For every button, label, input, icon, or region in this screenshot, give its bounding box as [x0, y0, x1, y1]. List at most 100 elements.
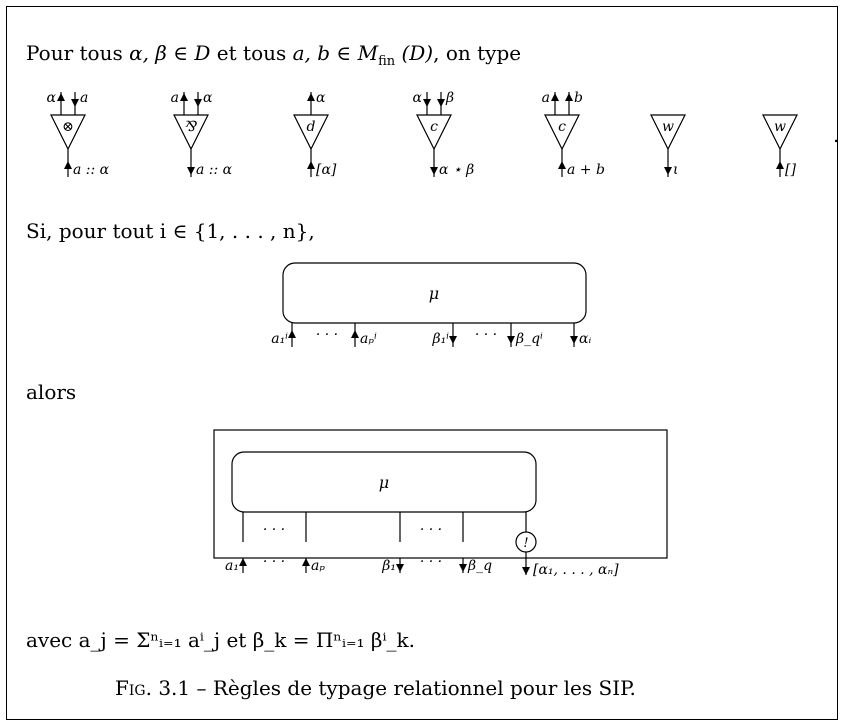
cell-in1-arrow	[423, 99, 431, 107]
cell-symbol: ⅋	[185, 119, 198, 135]
cell-in2-arrow	[437, 99, 445, 107]
box2-port-label: β_q	[467, 558, 492, 574]
cell-in2-label: β	[445, 90, 454, 106]
cells-period: .	[833, 123, 839, 147]
box2-port-label: a₁	[225, 558, 239, 574]
box2-port-arrow	[239, 558, 247, 566]
avec-line: avec a_j = Σⁿᵢ₌₁ aⁱ_j et β_k = Πⁿᵢ₌₁ βⁱ_…	[26, 628, 415, 652]
box1-port-arrow	[507, 336, 515, 344]
box2-dots-right: · · ·	[420, 522, 442, 538]
set-m-sub: fin	[378, 54, 396, 69]
cell-symbol: ⊗	[62, 119, 74, 135]
cell-in2-arrow	[565, 93, 573, 101]
box2-inner	[231, 451, 537, 513]
cell-in2-arrow	[71, 99, 79, 107]
intro-pre: Pour tous	[26, 41, 130, 65]
box1-port-label: β₁ⁱ	[431, 331, 449, 347]
cell-in1-label: α	[413, 90, 423, 106]
box2-port-arrow	[302, 558, 310, 566]
box2-diagram: μ · · · · · ·! [α₁, . . . , αₙ] a₁ · · · aₚ β₁…	[213, 429, 668, 578]
figure-frame	[6, 6, 838, 720]
cell-symbol: c	[558, 119, 566, 135]
cell-symbol: d	[307, 119, 316, 135]
cell-5: wι	[650, 114, 686, 178]
caption-num: 3.1	[158, 676, 191, 700]
cell-2: dα [α]	[293, 90, 337, 178]
box1-rect	[282, 262, 587, 324]
caption-title: Règles de typage relationnel pour les SI…	[212, 676, 636, 700]
box2-port-arrow	[396, 564, 404, 572]
box1-dots: · · ·	[475, 327, 497, 343]
set-m: M	[357, 41, 379, 65]
cell-out-arrow	[558, 161, 566, 169]
caption-fig: Fig.	[115, 676, 152, 700]
box2-port-dots: · · ·	[420, 554, 442, 570]
cell-in1-label: a	[542, 90, 550, 106]
box2-port-label: aₚ	[311, 558, 325, 574]
cell-symbol: w	[774, 119, 786, 135]
cell-in2-label: α	[316, 90, 326, 106]
cell-out-arrow	[64, 161, 72, 169]
box1-port-arrow	[449, 336, 457, 344]
box2-label: μ	[379, 473, 389, 492]
box2-port-dots: · · ·	[263, 554, 285, 570]
cell-4: ca b a + b	[542, 90, 605, 178]
box2-port-arrow	[459, 564, 467, 572]
box2-out-arrow	[522, 567, 530, 575]
intro-vars2: a, b ∈	[292, 41, 358, 65]
cell-out-label: []	[785, 162, 796, 178]
cell-in1-arrow	[551, 93, 559, 101]
cell-triangle	[173, 114, 209, 151]
box1-dots: · · ·	[316, 327, 338, 343]
cell-symbol: c	[430, 119, 438, 135]
intro-mid: et tous	[210, 41, 293, 65]
cell-out-arrow	[664, 167, 672, 175]
box1-port-label: a₁ⁱ	[271, 331, 288, 347]
box2-dots-left: · · ·	[263, 522, 285, 538]
alors-line: alors	[26, 380, 77, 404]
intro-paren: (D)	[395, 41, 434, 65]
si-line: Si, pour tout i ∈ {1, . . . , n},	[26, 219, 315, 243]
cell-out-arrow	[307, 161, 315, 169]
cell-6: w []	[762, 114, 798, 178]
intro-vars1: α, β ∈	[129, 41, 195, 65]
cell-in1-label: a	[171, 90, 179, 106]
intro-line: Pour tous α, β ∈ D et tous a, b ∈ Mfin (…	[26, 41, 521, 74]
cell-in2-arrow	[194, 99, 202, 107]
cell-out-arrow	[430, 167, 438, 175]
cell-in2-label: a	[80, 90, 88, 106]
caption-dash: –	[196, 676, 207, 700]
cell-3: cα β α ⋆ β	[413, 90, 475, 178]
cell-triangle	[650, 114, 686, 151]
box2-out-label: [α₁, . . . , αₙ]	[533, 562, 619, 578]
box1-port-label: β_qⁱ	[515, 331, 543, 347]
cell-triangle	[762, 114, 798, 151]
cell-triangle	[50, 114, 86, 151]
cell-in2-arrow	[307, 93, 315, 101]
set-d: D	[194, 41, 211, 65]
cell-in2-label: b	[574, 90, 583, 106]
cell-in1-arrow	[57, 93, 65, 101]
cell-symbol: w	[662, 119, 674, 135]
cell-in1-arrow	[180, 93, 188, 101]
cell-out-label: α ⋆ β	[439, 162, 474, 178]
box1-port-arrow	[351, 330, 359, 338]
cell-out-arrow	[187, 167, 195, 175]
box1-port-label: αᵢ	[579, 331, 591, 347]
figure-caption: Fig. 3.1 – Règles de typage relationnel …	[115, 676, 636, 700]
intro-post: , on type	[433, 41, 522, 65]
cell-out-arrow	[776, 161, 784, 169]
box2-inner-lines: · · · · · ·! [α₁, . . . , αₙ] a₁ · · · aₚ β₁ · …	[225, 512, 619, 578]
box1-label: μ	[429, 284, 439, 303]
cell-out-label: a + b	[567, 162, 605, 178]
bang-label: !	[523, 536, 528, 551]
cell-out-label: [α]	[316, 162, 337, 178]
box2-port-label: β₁	[381, 558, 396, 574]
cell-out-label: ι	[673, 162, 679, 178]
